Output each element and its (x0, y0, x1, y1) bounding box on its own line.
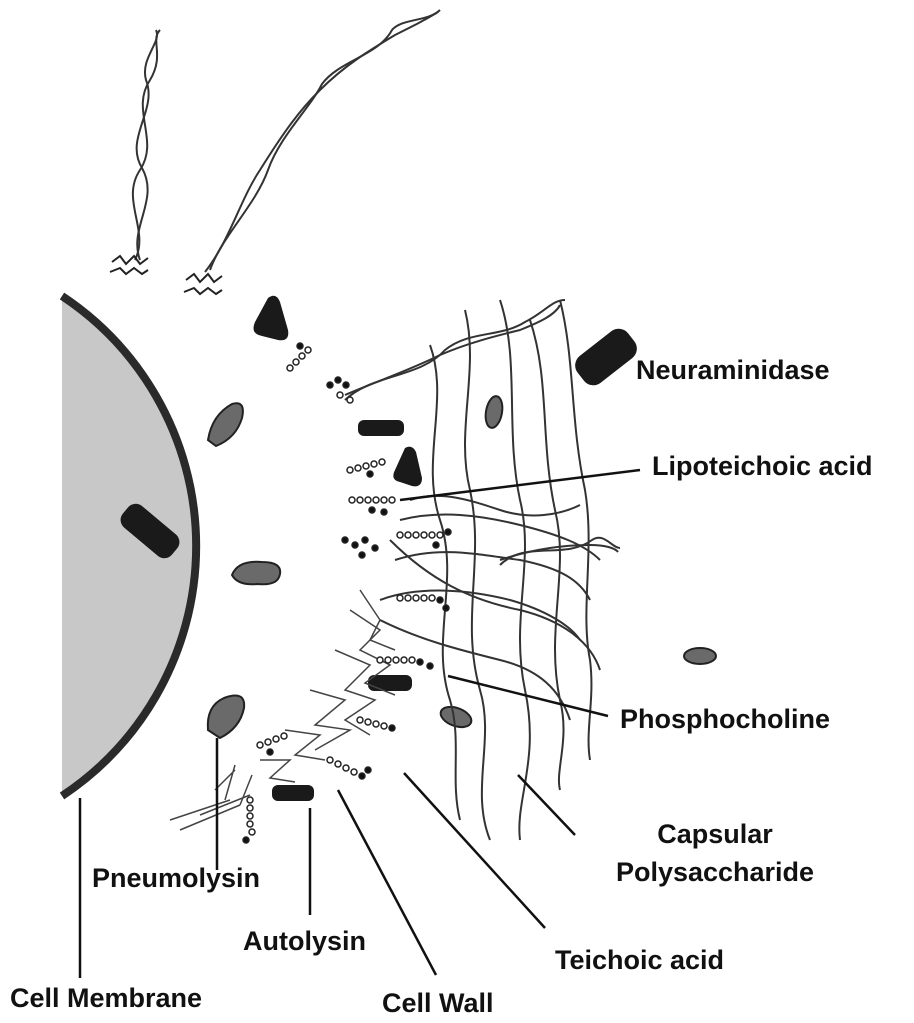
autolysin-bar-3 (272, 785, 314, 801)
chain-10 (257, 733, 287, 755)
label-cell-wall: Cell Wall (382, 987, 494, 1019)
chain-2 (347, 459, 385, 477)
autolysin-surface-mid (393, 447, 422, 487)
capsule-oval-3 (438, 703, 474, 731)
chain-12 (342, 537, 378, 558)
pneumolysin-internal-low (208, 696, 244, 738)
autolysin-bar-2 (368, 675, 412, 691)
chain-9 (243, 797, 255, 843)
label-phosphocholine: Phosphocholine (620, 703, 830, 735)
chain-7 (357, 717, 395, 731)
neuraminidase-free (570, 324, 641, 390)
label-pneumolysin: Pneumolysin (92, 862, 260, 894)
chain-3 (349, 497, 395, 515)
chain-11 (327, 377, 353, 403)
pili-base-tufts (110, 256, 222, 294)
pneumolysin-internal-mid (232, 562, 280, 585)
capsular-strands (380, 300, 600, 840)
label-teichoic-acid: Teichoic acid (555, 944, 724, 976)
capsule-oval-2 (684, 648, 716, 664)
chain-8 (327, 757, 371, 779)
label-capsular-polysaccharide: Capsular Polysaccharide (615, 818, 815, 888)
label-capsular-line2: Polysaccharide (615, 856, 815, 888)
label-neuraminidase: Neuraminidase (636, 354, 830, 386)
autolysin-bar-1 (358, 420, 404, 436)
chain-1 (287, 343, 311, 371)
label-lipoteichoic-acid: Lipoteichoic acid (652, 450, 873, 482)
teichoic-chains (243, 343, 451, 843)
autolysin-surface-top (254, 296, 289, 341)
label-capsular-line1: Capsular (615, 818, 815, 850)
leader-capsular (518, 775, 575, 835)
pneumolysin-internal-top (208, 403, 243, 446)
chain-5 (397, 595, 449, 611)
label-cell-membrane: Cell Membrane (10, 982, 202, 1014)
capsule-oval-1 (483, 395, 504, 429)
label-autolysin: Autolysin (243, 925, 366, 957)
